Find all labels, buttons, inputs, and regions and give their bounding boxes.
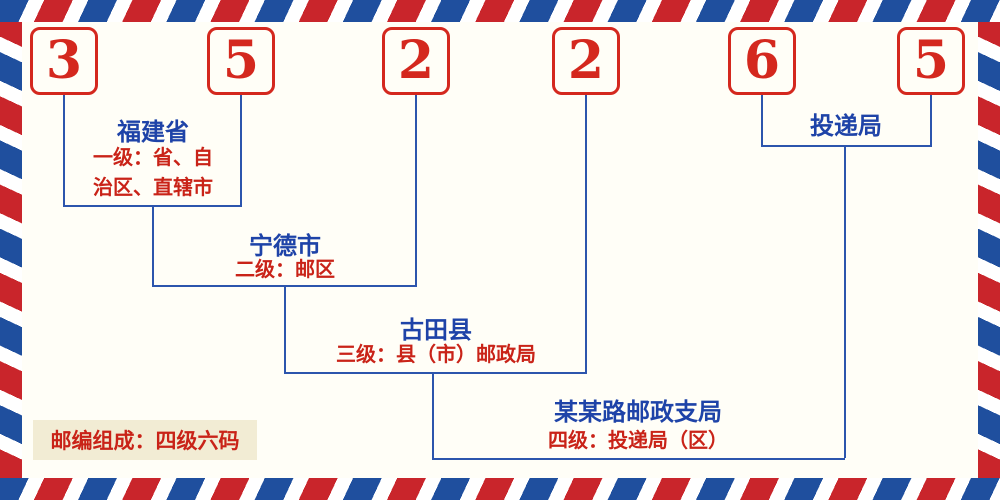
- level2-desc-label: 二级：邮区: [235, 257, 335, 281]
- connector-line: [240, 95, 242, 205]
- postal-digit: 5: [222, 30, 260, 91]
- envelope-border-bottom: [0, 478, 1000, 500]
- level3-desc-label: 三级：县（市）邮政局: [336, 342, 536, 366]
- connector-line: [844, 145, 846, 458]
- delivery-office-label: 投递局: [810, 112, 882, 140]
- connector-line: [930, 95, 932, 145]
- envelope-border-top: [0, 0, 1000, 22]
- level4-place-label: 某某路邮政支局: [554, 398, 722, 426]
- digit-box: 6: [728, 27, 796, 95]
- level3-place-label: 古田县: [400, 316, 472, 344]
- connector-line: [152, 205, 154, 285]
- connector-line: [585, 95, 587, 372]
- digit-box: 5: [207, 27, 275, 95]
- connector-line: [284, 372, 587, 374]
- digit-box: 5: [897, 27, 965, 95]
- envelope-border-left: [0, 22, 22, 478]
- level4-desc-label: 四级：投递局（区）: [548, 428, 728, 452]
- digit-box: 3: [30, 27, 98, 95]
- connector-line: [761, 95, 763, 145]
- postal-digit: 2: [397, 30, 435, 91]
- digit-box: 2: [382, 27, 450, 95]
- envelope-border-right: [978, 22, 1000, 478]
- connector-line: [415, 95, 417, 285]
- connector-line: [432, 458, 845, 460]
- connector-line: [63, 95, 65, 205]
- postal-digit: 6: [743, 30, 781, 91]
- footer-note-box: 邮编组成：四级六码: [33, 420, 257, 460]
- level1-desc-label: 一级：省、自 治区、直辖市: [93, 145, 213, 199]
- postal-digit: 2: [567, 30, 605, 91]
- connector-line: [761, 145, 932, 147]
- postal-digit: 3: [45, 30, 83, 91]
- connector-line: [284, 285, 286, 372]
- footer-note: 邮编组成：四级六码: [50, 429, 240, 453]
- digit-box: 2: [552, 27, 620, 95]
- postal-digit: 5: [912, 30, 950, 91]
- level1-place-label: 福建省: [117, 118, 189, 146]
- level2-place-label: 宁德市: [249, 232, 321, 260]
- connector-line: [432, 372, 434, 458]
